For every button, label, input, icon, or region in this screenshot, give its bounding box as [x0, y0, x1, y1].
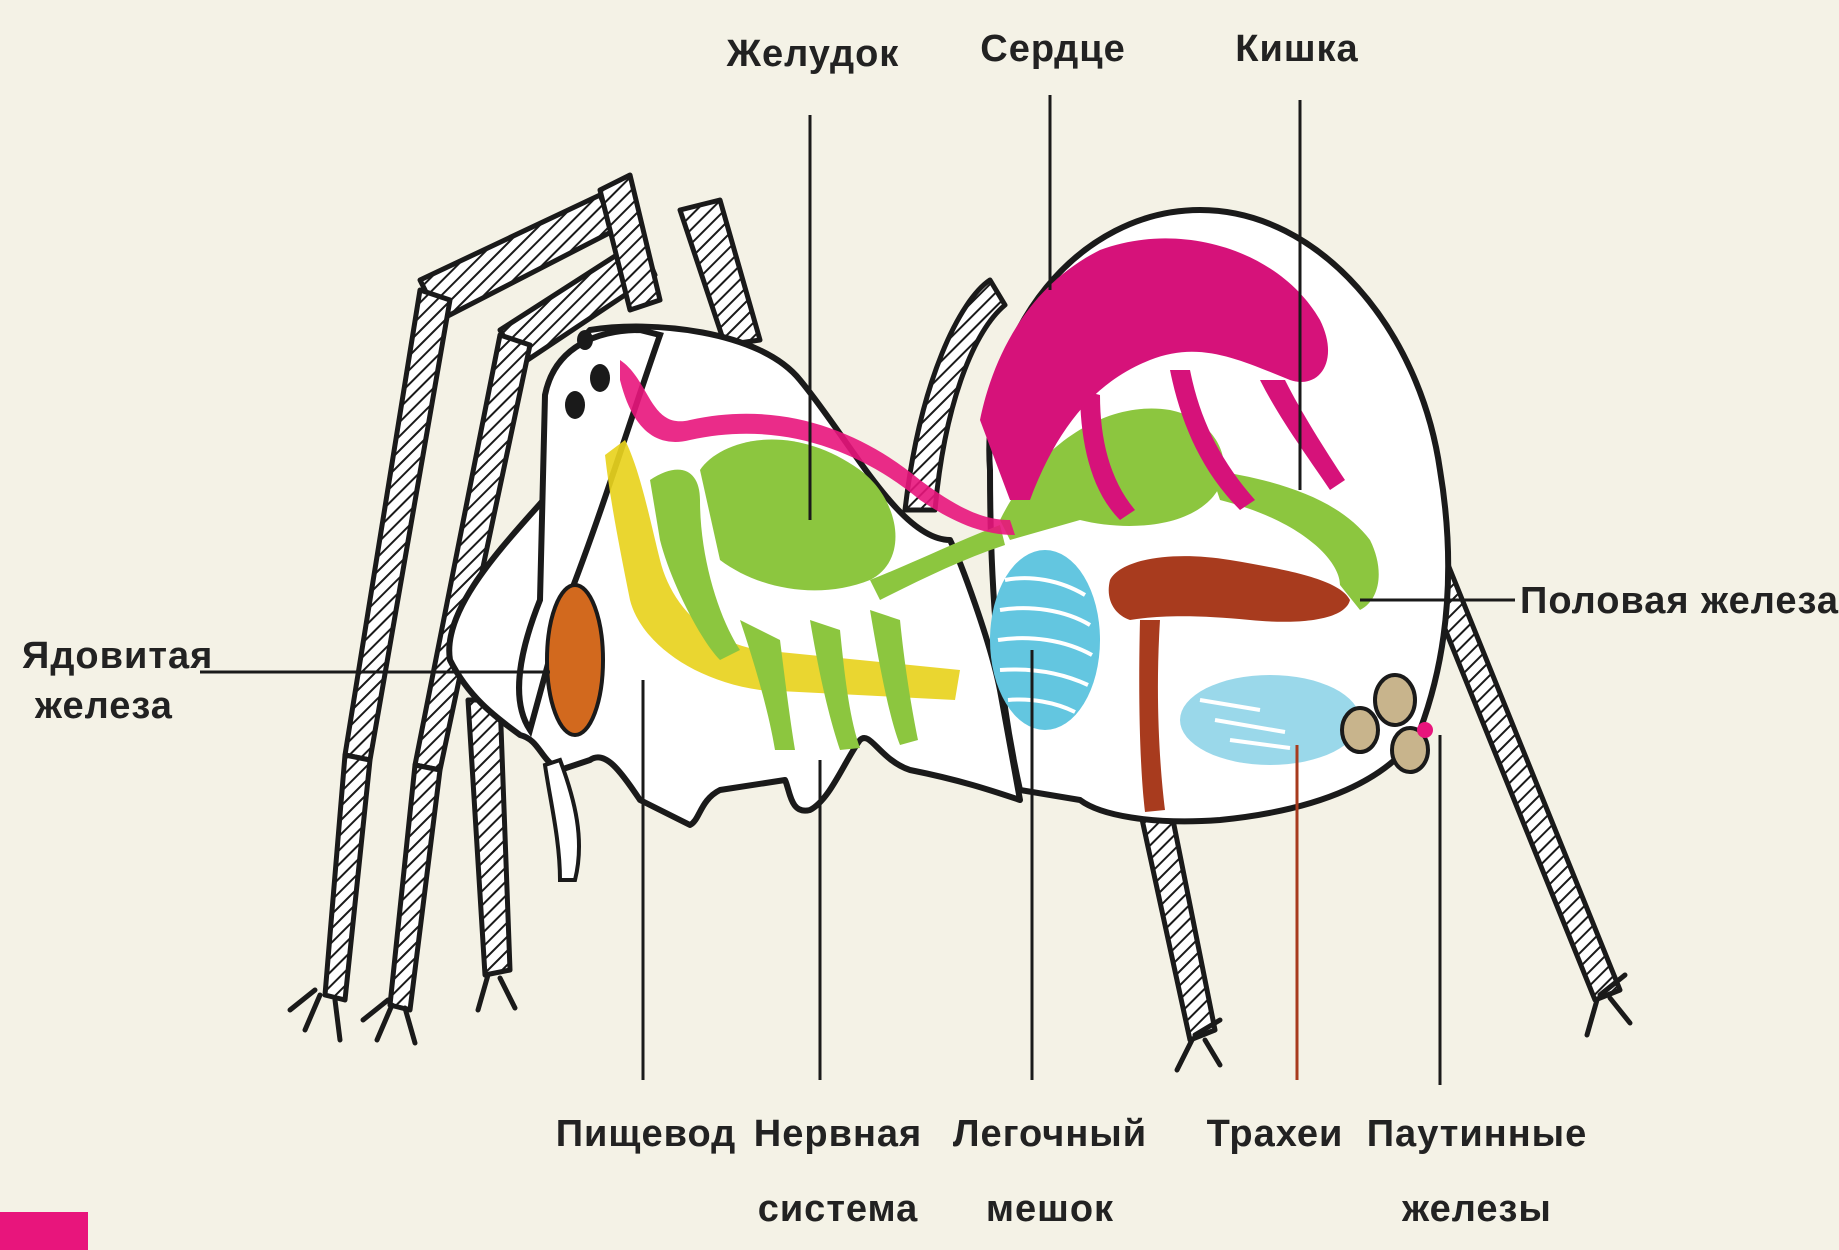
leg-segment	[1140, 805, 1215, 1040]
label-intestine: Кишка	[1235, 25, 1358, 74]
label-spinnerets-line2: железы	[1402, 1185, 1552, 1234]
label-nervous-system-line2: система	[758, 1185, 919, 1234]
leg-segment	[468, 700, 510, 975]
tracheae	[1180, 675, 1360, 765]
leg-claws	[290, 975, 1630, 1070]
corner-color-tab	[0, 1212, 88, 1250]
label-tracheae: Трахеи	[1207, 1110, 1344, 1159]
leg-segment	[325, 755, 370, 1000]
label-spinnerets-line1: Паутинные	[1367, 1110, 1588, 1159]
lung-sac	[990, 550, 1100, 730]
venom-gland	[547, 585, 603, 735]
label-venom-gland-line1: Ядовитая	[22, 632, 213, 681]
label-lung-sac-line1: Легочный	[953, 1110, 1147, 1159]
label-esophagus: Пищевод	[556, 1110, 737, 1159]
label-venom-gland-line2: железа	[35, 682, 173, 731]
chelicera	[545, 760, 579, 880]
label-nervous-system-line1: Нервная	[754, 1110, 922, 1159]
label-gonad: Половая железа	[1520, 577, 1839, 626]
label-heart: Сердце	[980, 25, 1125, 74]
label-stomach: Желудок	[727, 30, 900, 79]
leg-segment	[390, 765, 440, 1010]
label-lung-sac-line2: мешок	[986, 1185, 1114, 1234]
leg-segment	[680, 200, 760, 345]
